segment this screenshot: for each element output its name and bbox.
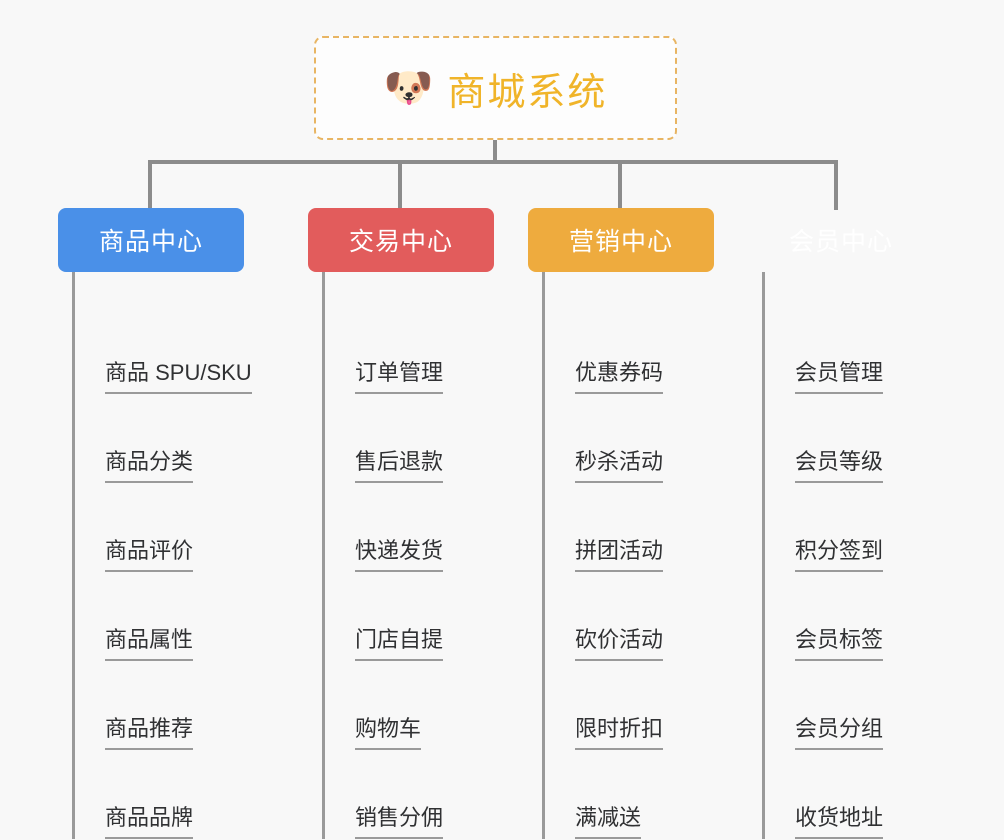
list-item[interactable]: 门店自提 [325,572,498,661]
leaf-list-marketing-center: 优惠券码 秒杀活动 拼团活动 砍价活动 限时折扣 满减送 [542,272,718,839]
list-item[interactable]: 砍价活动 [545,572,718,661]
root-title: 商城系统 [447,71,608,114]
column-header-product-center[interactable]: 商品中心 [58,208,244,272]
list-item[interactable]: 会员分组 [765,661,938,750]
leaf-label: 优惠券码 [575,359,664,394]
connector-drop-3 [618,160,622,210]
leaf-label: 商品 SPU/SKU [105,359,252,394]
leaf-label: 会员等级 [795,448,884,483]
connector-drop-4 [834,160,838,210]
column-header-member-center[interactable]: 会员中心 [788,228,893,256]
column-marketing-center: 营销中心 优惠券码 秒杀活动 拼团活动 砍价活动 限时折扣 满减送 [528,208,718,839]
leaf-label: 快递发货 [355,537,444,572]
list-item[interactable]: 会员等级 [765,394,938,483]
leaf-label: 商品属性 [105,626,194,661]
leaf-label: 拼团活动 [575,537,664,572]
connector-drop-1 [148,160,152,210]
list-item[interactable]: 商品分类 [75,394,248,483]
leaf-label: 收货地址 [795,804,884,839]
list-item[interactable]: 满减送 [545,750,718,839]
leaf-list-trade-center: 订单管理 售后退款 快递发货 门店自提 购物车 销售分佣 [322,272,498,839]
column-header-trade-center[interactable]: 交易中心 [308,208,494,272]
list-item[interactable]: 售后退款 [325,394,498,483]
leaf-label: 限时折扣 [575,715,664,750]
shiba-dog-face-icon: 🐶 [383,66,434,110]
list-item[interactable]: 商品推荐 [75,661,248,750]
list-item[interactable]: 会员标签 [765,572,938,661]
list-item[interactable]: 会员管理 [765,272,938,394]
leaf-label: 商品推荐 [105,715,194,750]
list-item[interactable]: 限时折扣 [545,661,718,750]
leaf-label: 订单管理 [355,359,444,394]
leaf-label: 商品分类 [105,448,194,483]
leaf-label: 销售分佣 [355,804,444,839]
leaf-list-product-center: 商品 SPU/SKU 商品分类 商品评价 商品属性 商品推荐 商品品牌 [72,272,252,839]
leaf-label: 会员分组 [795,715,884,750]
list-item[interactable]: 快递发货 [325,483,498,572]
list-item[interactable]: 购物车 [325,661,498,750]
leaf-label: 售后退款 [355,448,444,483]
column-trade-center: 交易中心 订单管理 售后退款 快递发货 门店自提 购物车 销售分佣 [308,208,498,839]
connector-horizontal-bus [148,160,838,164]
list-item[interactable]: 积分签到 [765,483,938,572]
leaf-label: 砍价活动 [575,626,664,661]
leaf-label: 秒杀活动 [575,448,664,483]
list-item[interactable]: 优惠券码 [545,272,718,394]
leaf-label: 商品品牌 [105,804,194,839]
root-node[interactable]: 🐶 商城系统 [314,36,677,140]
leaf-label: 积分签到 [795,537,884,572]
leaf-label: 门店自提 [355,626,444,661]
list-item[interactable]: 商品属性 [75,572,248,661]
leaf-label: 满减送 [575,804,642,839]
list-item[interactable]: 商品品牌 [75,750,248,839]
connector-root-stem [493,140,497,164]
column-member-center: 会员中心 会员管理 会员等级 积分签到 会员标签 会员分组 收货地址 [748,208,938,839]
list-item[interactable]: 销售分佣 [325,750,498,839]
leaf-label: 购物车 [355,715,422,750]
column-header-marketing-center[interactable]: 营销中心 [528,208,714,272]
column-product-center: 商品中心 商品 SPU/SKU 商品分类 商品评价 商品属性 商品推荐 商品品牌 [58,208,252,839]
list-item[interactable]: 商品 SPU/SKU [75,272,252,394]
leaf-label: 商品评价 [105,537,194,572]
list-item[interactable]: 拼团活动 [545,483,718,572]
list-item[interactable]: 收货地址 [765,750,938,839]
list-item[interactable]: 商品评价 [75,483,248,572]
connector-drop-2 [398,160,402,210]
list-item[interactable]: 秒杀活动 [545,394,718,483]
leaf-label: 会员管理 [795,359,884,394]
leaf-label: 会员标签 [795,626,884,661]
leaf-list-member-center: 会员管理 会员等级 积分签到 会员标签 会员分组 收货地址 [762,272,938,839]
list-item[interactable]: 订单管理 [325,272,498,394]
